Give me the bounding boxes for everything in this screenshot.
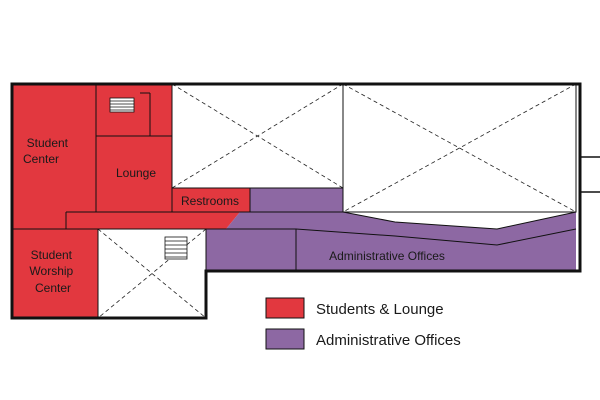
student-worship-center-label: Student Worship Center bbox=[29, 248, 76, 295]
exterior-connector bbox=[580, 156, 600, 193]
legend-label-students: Students & Lounge bbox=[316, 301, 444, 318]
open-room-3 bbox=[97, 228, 207, 319]
students-area bbox=[12, 84, 250, 318]
map-legend: Students & Lounge Administrative Offices bbox=[265, 297, 461, 350]
lounge-room bbox=[96, 136, 172, 212]
student-center-room bbox=[12, 84, 96, 229]
student-worship-room bbox=[12, 229, 98, 318]
administrative-offices-label: Administrative Offices bbox=[329, 249, 445, 263]
stairs-lower bbox=[164, 236, 188, 260]
lounge-label: Lounge bbox=[116, 166, 156, 180]
legend-swatch-admin bbox=[265, 328, 305, 350]
stairs-upper bbox=[109, 97, 135, 113]
admin-area bbox=[206, 188, 576, 271]
legend-label-admin: Administrative Offices bbox=[316, 332, 461, 349]
corridor-students bbox=[66, 212, 240, 229]
x-markers bbox=[97, 83, 577, 319]
admin-corridor bbox=[206, 212, 576, 271]
restrooms-label: Restrooms bbox=[181, 194, 239, 208]
restrooms-room bbox=[172, 188, 250, 212]
building-outer-wall bbox=[10, 82, 582, 320]
legend-swatch-students bbox=[265, 297, 305, 319]
interior-walls bbox=[12, 84, 577, 318]
student-center-label: Student Center bbox=[23, 136, 71, 166]
admin-office-upper bbox=[250, 188, 343, 212]
